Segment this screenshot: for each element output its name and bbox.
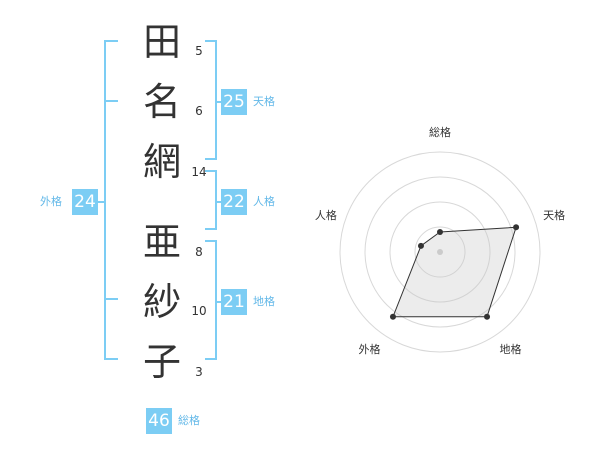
radar-point-5: [417, 242, 424, 249]
radar-ring: [389, 201, 491, 303]
name-char-2: 名: [142, 80, 181, 124]
gaikaku-label: 外格: [40, 195, 62, 208]
radar-ring: [414, 226, 466, 278]
radar-ring: [339, 151, 541, 353]
stroke-count-2: 6: [195, 104, 203, 118]
radar-ring: [364, 176, 516, 328]
radar-axis-label: 外格: [358, 342, 380, 356]
gaikaku-value-badge: 24: [72, 189, 98, 215]
stroke-count-1: 5: [195, 44, 203, 58]
radar-point-1: [437, 229, 443, 235]
jinkaku-label: 人格: [253, 195, 275, 208]
radar-polygon: [392, 226, 517, 318]
radar-axis-label: 天格: [543, 208, 565, 222]
chikaku-label: 地格: [253, 295, 275, 308]
soukaku-label: 総格: [178, 414, 200, 427]
radar-point-4: [389, 313, 396, 320]
name-char-1: 田: [142, 20, 181, 64]
tenkaku-value-badge: 25: [221, 89, 247, 115]
name-char-6: 子: [142, 340, 181, 384]
name-char-3: 網: [142, 140, 181, 184]
name-char-4: 亜: [142, 220, 181, 264]
stroke-count-4: 8: [195, 245, 203, 259]
radar-axis-label: 総格: [429, 125, 451, 139]
stroke-count-3: 14: [191, 165, 207, 179]
stroke-count-5: 10: [191, 304, 207, 318]
jinkaku-value-badge: 22: [221, 189, 247, 215]
tenkaku-label: 天格: [253, 95, 275, 108]
stroke-count-6: 3: [195, 365, 203, 379]
name-char-5: 紗: [142, 280, 181, 324]
radar-center: [437, 249, 443, 255]
radar-point-3: [484, 313, 491, 320]
chikaku-value-badge: 21: [221, 289, 247, 315]
radar-axis-label: 人格: [315, 208, 337, 222]
radar-axis-label: 地格: [500, 342, 522, 356]
soukaku-value-badge: 46: [146, 408, 172, 434]
radar-point-2: [513, 224, 520, 231]
